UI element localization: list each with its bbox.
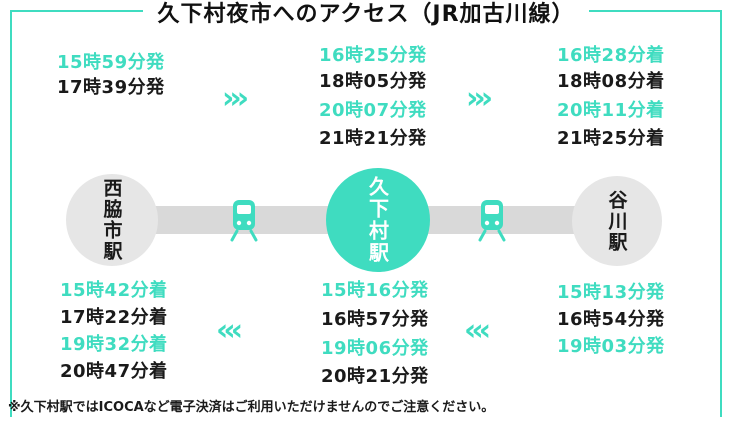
east-arrival-4: 21時25分着 <box>557 128 665 149</box>
title-bar: 久下村夜市へのアクセス（JR加古川線） <box>0 0 732 30</box>
center-in-time-3: 19時06分発 <box>321 338 429 359</box>
east-departure-1: 15時13分発 <box>557 282 665 303</box>
station-tanikawa: 谷川駅 <box>572 176 662 266</box>
east-departure-2: 16時54分発 <box>557 309 665 330</box>
ic-card-notice: ※久下村駅ではICOCAなど電子決済はご利用いただけませんのでご注意ください。 <box>8 400 495 415</box>
west-arrival-2: 17時22分着 <box>60 307 168 328</box>
train-icon <box>230 200 258 242</box>
arrow-left-2: ‹‹‹ <box>464 313 491 348</box>
center-in-time-2: 16時57分発 <box>321 309 429 330</box>
center-in-time-1: 15時16分発 <box>321 280 429 301</box>
west-arrival-3: 19時32分着 <box>60 334 168 355</box>
center-out-time-3: 20時07分発 <box>319 100 427 121</box>
station-nishiwaki: 西脇市駅 <box>66 174 158 266</box>
west-departure-2: 17時39分発 <box>57 77 165 98</box>
west-departure-1: 15時59分発 <box>57 52 165 73</box>
arrow-right-2: ››› <box>466 81 493 116</box>
train-icon <box>478 200 506 242</box>
east-arrival-3: 20時11分着 <box>557 100 665 121</box>
west-arrival-4: 20時47分着 <box>60 361 168 382</box>
east-arrival-2: 18時08分着 <box>557 71 665 92</box>
center-out-time-1: 16時25分発 <box>319 45 427 66</box>
center-out-time-4: 21時21分発 <box>319 128 427 149</box>
center-in-time-4: 20時21分発 <box>321 366 429 387</box>
arrow-left-1: ‹‹‹ <box>216 313 243 348</box>
center-out-time-2: 18時05分発 <box>319 71 427 92</box>
west-arrival-1: 15時42分着 <box>60 280 168 301</box>
arrow-right-1: ››› <box>222 81 249 116</box>
east-arrival-1: 16時28分着 <box>557 45 665 66</box>
page-title: 久下村夜市へのアクセス（JR加古川線） <box>143 0 589 30</box>
east-departure-3: 19時03分発 <box>557 336 665 357</box>
station-kuge: 久下村駅 <box>326 168 430 272</box>
